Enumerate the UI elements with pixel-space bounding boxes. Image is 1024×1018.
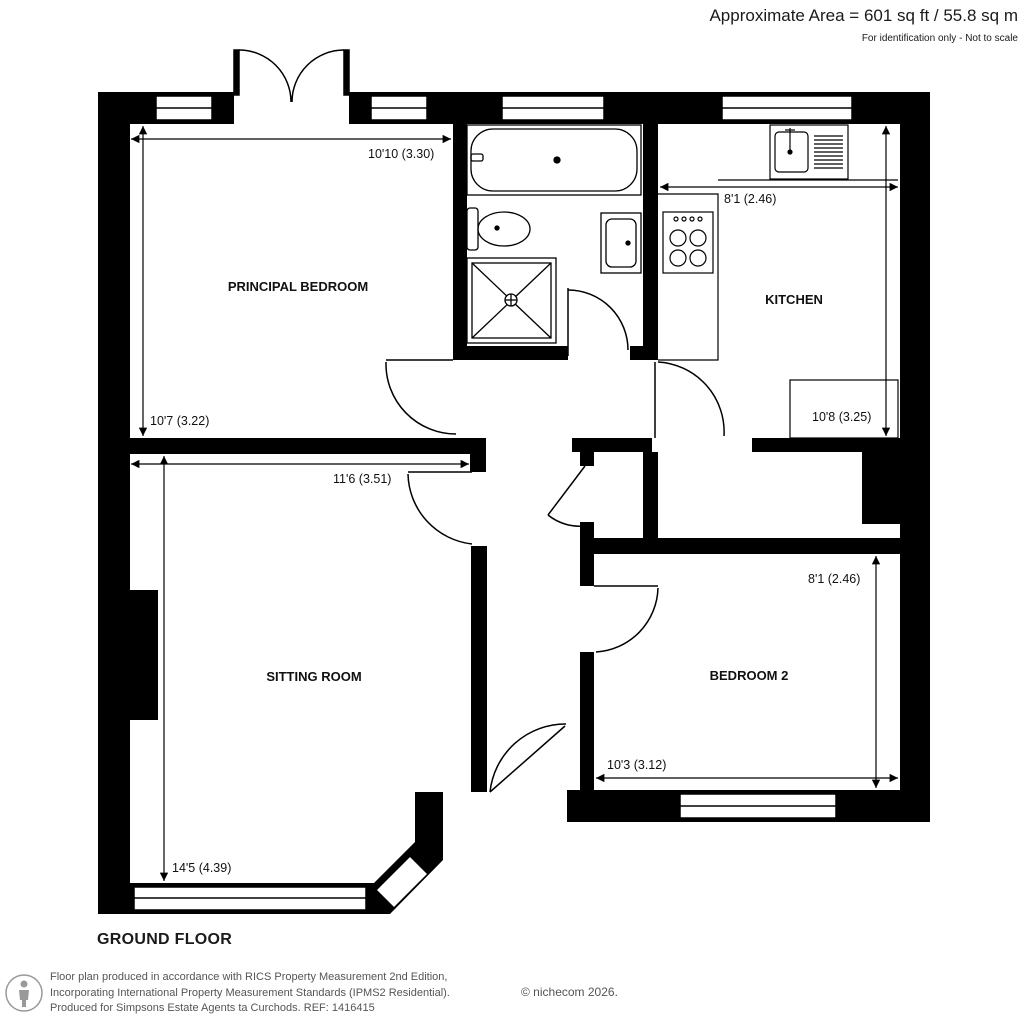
hob-icon — [662, 211, 714, 274]
footer-text: Floor plan produced in accordance with R… — [50, 970, 450, 1017]
person-silhouette-icon — [5, 974, 43, 1012]
kitchen-units — [658, 179, 899, 439]
internal-walls — [130, 124, 900, 822]
room-label-sitting-room: SITTING ROOM — [266, 669, 361, 684]
footer-line: Produced for Simpsons Estate Agents ta C… — [50, 1002, 375, 1014]
copyright: © nichecom 2026. — [521, 985, 618, 999]
dim-sitting-room-length: 14'5 (4.39) — [172, 861, 231, 875]
french-doors — [233, 49, 350, 103]
room-label-kitchen: KITCHEN — [765, 292, 823, 307]
wash-basin-icon — [600, 212, 642, 274]
sink-icon — [769, 124, 849, 180]
area-note: For identification only - Not to scale — [861, 33, 1018, 44]
toilet-icon — [466, 207, 531, 251]
dimension-lines — [131, 126, 898, 881]
dim-principal-bedroom-length: 10'7 (3.22) — [150, 414, 209, 428]
room-label-bedroom-2: BEDROOM 2 — [710, 668, 789, 683]
dim-kitchen-width: 8'1 (2.46) — [724, 192, 776, 206]
bath-icon — [466, 124, 642, 196]
windows — [133, 95, 853, 911]
outer-walls — [98, 92, 930, 914]
dim-bedroom-2-length: 8'1 (2.46) — [808, 572, 860, 586]
room-label-principal-bedroom: PRINCIPAL BEDROOM — [228, 279, 368, 294]
dim-bedroom-2-width: 10'3 (3.12) — [607, 758, 666, 772]
area-title: Approximate Area = 601 sq ft / 55.8 sq m — [709, 6, 1018, 25]
dim-kitchen-length: 10'8 (3.25) — [812, 410, 871, 424]
chimney-breast — [130, 590, 158, 720]
shower-tray-icon — [466, 257, 557, 344]
dim-principal-bedroom-width: 10'10 (3.30) — [368, 147, 434, 161]
dim-sitting-room-width: 11'6 (3.51) — [333, 472, 391, 486]
footer-line: Incorporating International Property Mea… — [50, 986, 450, 999]
floor-title: GROUND FLOOR — [97, 931, 233, 948]
footer-line: Floor plan produced in accordance with R… — [50, 971, 448, 983]
doors — [385, 288, 725, 793]
